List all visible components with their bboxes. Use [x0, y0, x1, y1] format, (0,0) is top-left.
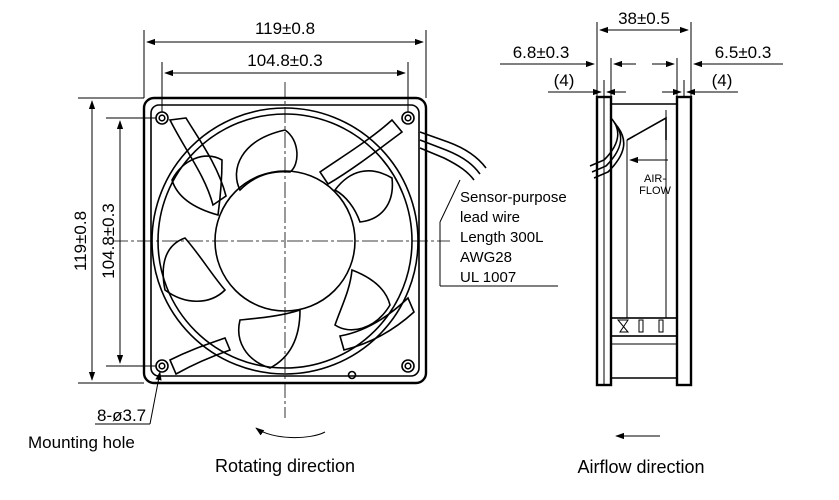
fan-blade [238, 308, 301, 369]
upper-right-strut [318, 118, 404, 186]
depth-label: 38±0.5 [618, 9, 670, 28]
lead-wire [419, 147, 475, 181]
rotation-arrow [255, 427, 326, 439]
right-flange [675, 95, 693, 387]
fan-blade [162, 237, 227, 302]
mounting-hole [155, 359, 169, 373]
lead-wire-note-line: UL 1007 [460, 269, 516, 286]
overall-width-label: 119±0.8 [255, 19, 315, 38]
terminal-hole [347, 370, 357, 380]
mounting-hole [401, 359, 415, 373]
mounting-hole [155, 111, 169, 125]
left-flange-label: 6.8±0.3 [513, 43, 570, 62]
terminal-pin [658, 319, 664, 333]
lower-right-strut [338, 296, 415, 351]
overall-height-label: 119±0.8 [71, 211, 90, 271]
hole-pitch-width-label: 104.8±0.3 [247, 51, 323, 70]
bottom-terminal-block [610, 317, 678, 337]
left-flange-ref-label: (4) [554, 71, 575, 90]
lead-wire [419, 139, 481, 175]
mounting-hole-size-label: 8-ø3.7 [97, 406, 146, 425]
lead-wire-leader [439, 179, 461, 223]
lead-wire [593, 125, 625, 179]
fan-blade [334, 268, 391, 331]
lead-wire-note: Sensor-purpose lead wire Length 300L AWG… [460, 189, 567, 286]
lower-left-strut [168, 336, 232, 376]
airflow-caption: Airflow direction [577, 457, 704, 477]
lead-wire-note-line: lead wire [460, 209, 520, 226]
lead-wire-note-line: Sensor-purpose [460, 189, 567, 206]
right-flange-ref-label: (4) [712, 71, 733, 90]
mounting-hole [401, 111, 415, 125]
airflow-label-line2: FLOW [639, 185, 671, 197]
rotation-caption: Rotating direction [215, 456, 355, 476]
mounting-hole [158, 362, 166, 370]
mounting-hole [404, 362, 412, 370]
mounting-hole [404, 114, 412, 122]
fan-blade [235, 129, 298, 192]
lead-wire [419, 131, 487, 169]
mounting-hole-leader [149, 371, 162, 425]
lead-wire-note-line: Length 300L [460, 229, 543, 246]
right-flange-label: 6.5±0.3 [715, 43, 772, 62]
mounting-hole [158, 114, 166, 122]
fan-blade [171, 155, 223, 217]
terminal-screw [616, 319, 630, 333]
fan-blade [333, 170, 394, 223]
lead-wire [591, 121, 622, 173]
upper-left-strut [168, 117, 227, 207]
side-view: AIR- FLOW 38±0.5 6.8±0.3 (4) 6.5±0.3 (4)… [500, 9, 783, 477]
airflow-label-line1: AIR- [644, 173, 666, 185]
lead-wire-note-line: AWG28 [460, 249, 512, 266]
hole-pitch-height-label: 104.8±0.3 [99, 203, 118, 279]
terminal-pin [638, 319, 644, 333]
mounting-hole-label: Mounting hole [28, 433, 135, 452]
front-view: 119±0.8 104.8±0.3 119±0.8 104.8±0.3 8-ø3… [28, 19, 567, 476]
motor-housing [626, 116, 667, 141]
lead-wire [589, 117, 619, 167]
